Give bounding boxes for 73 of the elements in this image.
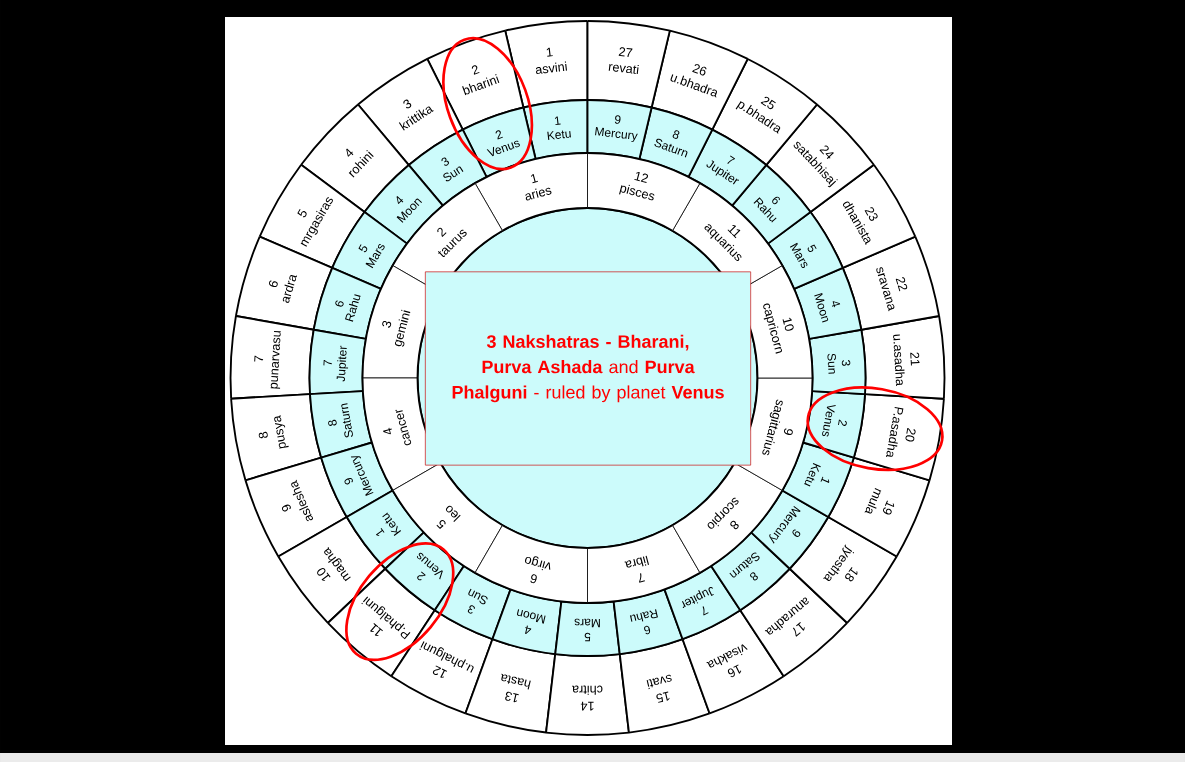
node-label: Rahu xyxy=(345,294,361,322)
node-label: 1 xyxy=(820,476,830,483)
text-box: 3 Nakshatras - Bharani, Purva Ashada and Purva Phalguni - ruled by planet Venus xyxy=(425,271,751,466)
node-label: 9 xyxy=(281,504,291,512)
node-label: 7 xyxy=(639,573,645,583)
node-label: 22 xyxy=(895,277,908,292)
node-label: 6 xyxy=(530,574,537,584)
node-label: Mars xyxy=(574,618,600,628)
node-label: libra xyxy=(624,555,650,568)
node-label: 3 xyxy=(841,360,851,366)
node-label: bharini xyxy=(462,74,500,96)
node-label: 26 xyxy=(692,64,707,76)
node-label: 8 xyxy=(258,431,268,439)
node-label: aries xyxy=(525,187,552,201)
node-label: 4 xyxy=(525,625,532,634)
node-label: 6 xyxy=(335,300,344,307)
node-label: revati xyxy=(608,64,639,75)
node-label: 21 xyxy=(910,352,920,366)
node-label: 1 xyxy=(554,116,561,126)
nakshatra-cell: 1 asvini xyxy=(504,20,589,109)
node-label: chitra xyxy=(572,685,603,695)
node-label: 15 xyxy=(656,691,670,703)
node-label: 4 xyxy=(383,427,392,435)
node-label: 19 xyxy=(883,500,895,515)
node-label: Mercury xyxy=(595,126,638,142)
node-label: Moon xyxy=(814,293,829,323)
node-label: pusya xyxy=(274,414,289,449)
node-label: Jupiter xyxy=(336,345,349,382)
node-label: 7 xyxy=(702,606,709,616)
node-label: Rahu xyxy=(629,609,658,622)
node-label: 20 xyxy=(905,427,916,442)
nakshatra-cell: 14 chitra xyxy=(545,653,630,736)
planet-cell: 9 Mercury xyxy=(586,99,653,160)
node-label: u.asadha xyxy=(893,334,905,387)
node-label: 7 xyxy=(254,355,264,362)
node-label: virgo xyxy=(524,556,551,571)
nakshatra-cell: 27 revati xyxy=(586,20,671,109)
node-label: 9 xyxy=(783,428,793,435)
node-label: P.asadha xyxy=(886,406,904,458)
node-label: pisces xyxy=(619,184,655,201)
node-label: 2 xyxy=(471,65,480,75)
node-label: 7 xyxy=(323,359,332,366)
node-label: 27 xyxy=(618,47,633,57)
planet-cell: 7 Jupiter xyxy=(308,328,367,396)
node-label: 6 xyxy=(268,280,278,288)
node-label: cancer xyxy=(395,409,412,446)
node-label: 13 xyxy=(505,691,519,703)
planet-cell: 5 Mars xyxy=(554,600,621,657)
planet-cell: 4 Moon xyxy=(491,588,563,656)
node-label: 14 xyxy=(580,701,594,711)
nakshatra-cell: 21 u.asadha xyxy=(860,315,946,400)
node-label: 8 xyxy=(328,419,337,426)
node-label: 9 xyxy=(614,115,621,124)
node-label: Ketu xyxy=(547,130,571,141)
node-label: 4 xyxy=(831,301,841,308)
node-label: 6 xyxy=(644,625,651,635)
node-label: Moon xyxy=(517,609,546,624)
node-label: 8 xyxy=(672,130,680,139)
node-label: svati xyxy=(646,674,672,690)
nakshatra-cell: 7 punarvasu xyxy=(229,315,315,400)
node-label: 5 xyxy=(807,244,817,253)
node-label: ardra xyxy=(282,275,297,303)
node-label: sravana xyxy=(876,267,895,312)
node-label: Saturn xyxy=(341,403,353,438)
node-label: Sun xyxy=(827,353,836,374)
node-label: punarvasu xyxy=(270,330,281,389)
node-label: 5 xyxy=(584,632,591,642)
node-label: mula xyxy=(864,488,882,514)
node-label: sagittarius xyxy=(762,399,783,456)
node-label: 3 xyxy=(382,320,392,328)
node-label: gemini xyxy=(394,309,411,347)
node-label: hasta xyxy=(501,673,531,690)
node-label: 2 xyxy=(495,130,503,140)
